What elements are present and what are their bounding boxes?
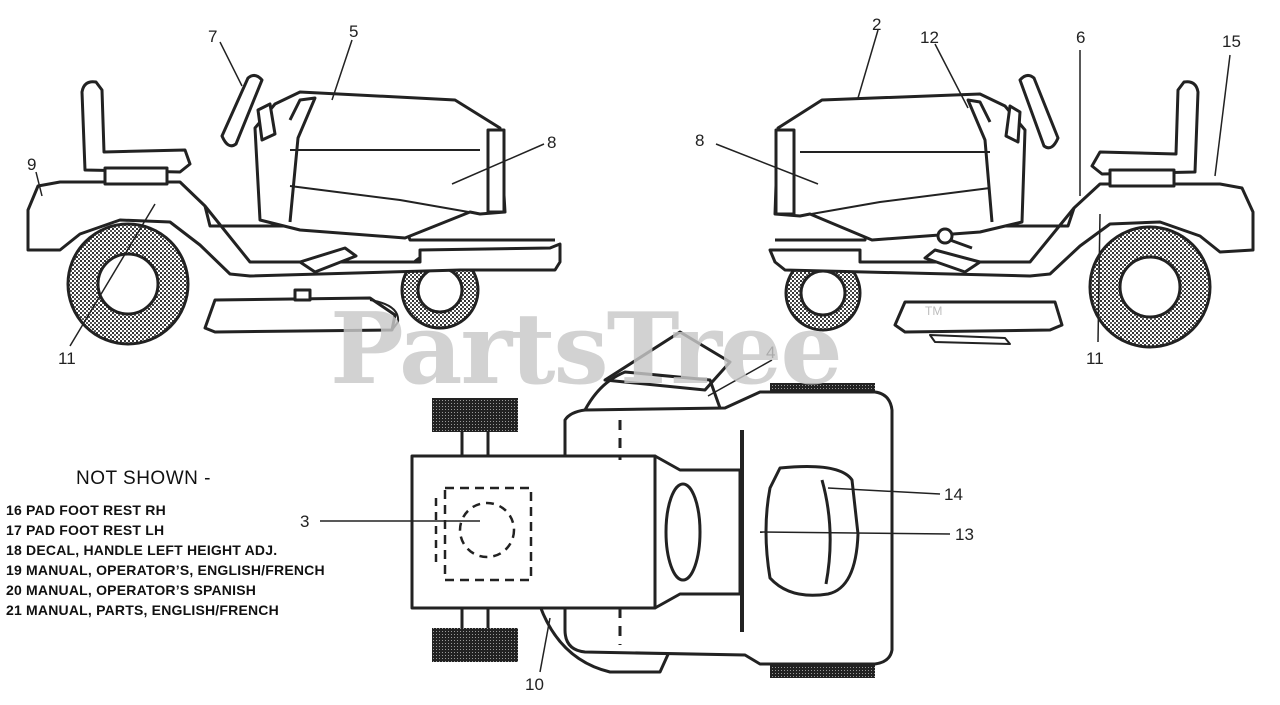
- callout-13: 13: [955, 525, 974, 544]
- callout-8-right: 8: [695, 131, 704, 150]
- seat-base-top: [410, 454, 657, 610]
- partstree-watermark: PartsTree: [330, 292, 843, 407]
- left-side-view: [26, 73, 562, 346]
- mower-deck-right: [893, 300, 1064, 334]
- top-view: [410, 330, 894, 678]
- callout-9: 9: [27, 155, 36, 174]
- leader-lines: [35, 29, 1231, 673]
- not-shown-item: 17 PAD FOOT REST LH: [6, 522, 165, 538]
- front-tire-top-lower: [770, 664, 875, 678]
- callout-6: 6: [1076, 28, 1085, 47]
- right-side-view: [768, 73, 1255, 349]
- mower-deck-left: [203, 296, 397, 334]
- callout-12: 12: [920, 28, 939, 47]
- callout-15: 15: [1222, 32, 1241, 51]
- callout-11-right: 11: [1086, 349, 1104, 368]
- callout-3: 3: [300, 512, 309, 531]
- rear-tire-top-lower: [432, 628, 518, 662]
- not-shown-item: 16 PAD FOOT REST RH: [6, 502, 166, 518]
- seat-left: [80, 80, 192, 174]
- callout-10: 10: [525, 675, 544, 694]
- not-shown-heading: NOT SHOWN -: [76, 468, 211, 489]
- not-shown-item: 18 DECAL, HANDLE LEFT HEIGHT ADJ.: [6, 542, 278, 558]
- callout-labels: 7 5 9 8 11 2 12 6 15 8 11 4 3 14 13 10: [27, 15, 1241, 694]
- callout-8-left: 8: [547, 133, 556, 152]
- not-shown-item: 21 MANUAL, PARTS, ENGLISH/FRENCH: [6, 602, 279, 618]
- trademark-mark: TM: [925, 304, 943, 318]
- steering-wheel-left: [220, 73, 264, 148]
- not-shown-item: 19 MANUAL, OPERATOR’S, ENGLISH/FRENCH: [6, 562, 325, 578]
- callout-4: 4: [766, 343, 775, 362]
- not-shown-item: 20 MANUAL, OPERATOR’S SPANISH: [6, 582, 257, 598]
- callout-11-left: 11: [58, 349, 76, 368]
- seat-right: [1090, 80, 1200, 176]
- steering-wheel-right: [1018, 73, 1060, 150]
- callout-14: 14: [944, 485, 963, 504]
- steering-top: [764, 465, 860, 597]
- callout-5: 5: [349, 22, 358, 41]
- callout-2: 2: [872, 15, 881, 34]
- rear-fender-right: [768, 182, 1255, 278]
- rear-tire-top-upper: [432, 398, 518, 432]
- callout-7: 7: [208, 27, 217, 46]
- not-shown-list: NOT SHOWN - 16 PAD FOOT REST RH 17 PAD F…: [6, 468, 325, 620]
